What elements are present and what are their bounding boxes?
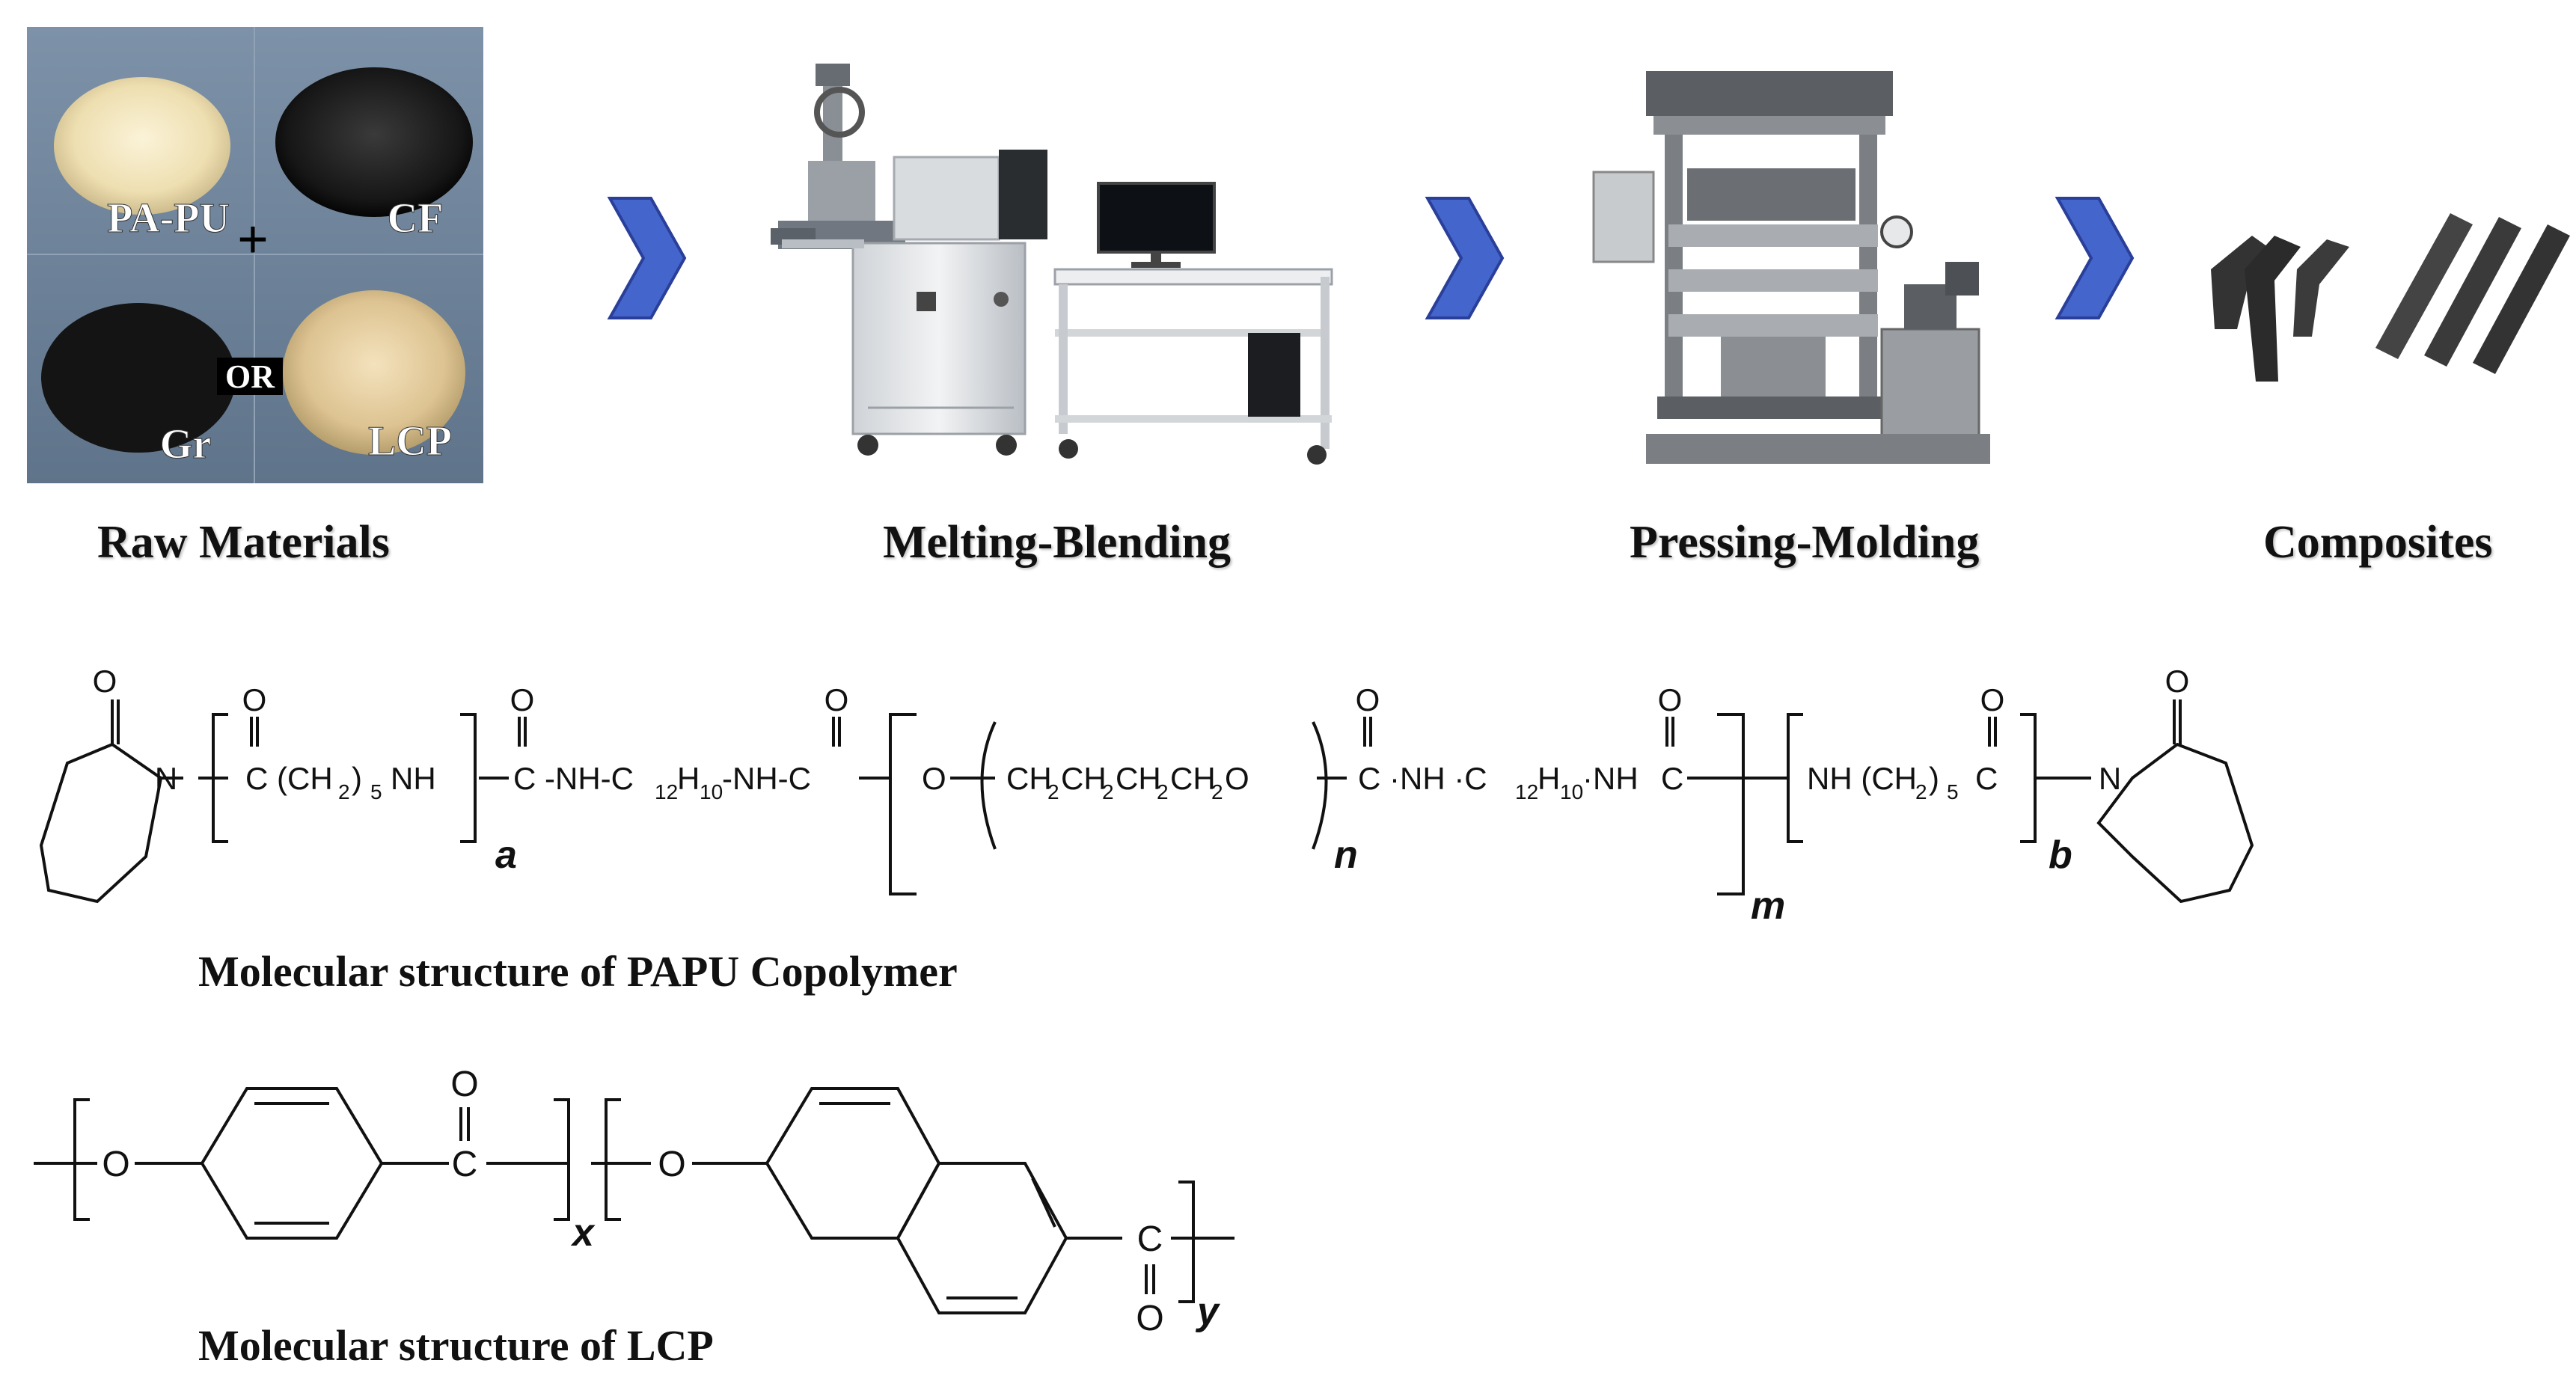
left-caprolactam-ring <box>39 742 163 904</box>
raw-materials-photo: OR PA-PU + CF Gr LCP <box>27 27 483 483</box>
dogbone-specimen-3 <box>2293 239 2349 337</box>
bar-specimen-2 <box>2424 217 2521 367</box>
papu-pellet-pile <box>54 77 230 215</box>
papu-label: PA-PU <box>107 195 230 242</box>
svg-text:CH: CH <box>1116 761 1161 796</box>
svg-text:-NH-C: -NH-C <box>722 761 811 796</box>
melting-blending-label: Melting-Blending <box>883 517 1232 568</box>
svg-text:12: 12 <box>655 780 678 803</box>
bar-specimen-3 <box>2473 224 2570 374</box>
svg-text:N: N <box>2099 761 2121 796</box>
naphthalene-ring-right <box>896 1162 1068 1314</box>
subscript-x: x <box>570 1211 596 1255</box>
svg-text:O: O <box>922 761 946 796</box>
dogbone-specimen-2 <box>2245 236 2301 382</box>
svg-text:C: C <box>452 1145 478 1184</box>
svg-text:O: O <box>510 682 535 717</box>
svg-text:O: O <box>2165 664 2190 699</box>
svg-text:O: O <box>658 1145 685 1184</box>
composite-specimens <box>2211 213 2570 382</box>
or-badge <box>217 358 283 395</box>
svg-text:CH: CH <box>1170 761 1216 796</box>
svg-text:N: N <box>155 761 177 796</box>
svg-text:5: 5 <box>1947 780 1959 803</box>
svg-text:O: O <box>450 1065 478 1104</box>
svg-text:): ) <box>1929 761 1939 796</box>
svg-text:O: O <box>1658 682 1683 717</box>
svg-text:O: O <box>102 1145 129 1184</box>
chevron-arrow-2 <box>1425 197 1505 319</box>
subscript-n: n <box>1334 833 1358 877</box>
svg-text:2: 2 <box>1157 780 1169 803</box>
papu-molecular-structure <box>39 699 2254 904</box>
svg-text:10: 10 <box>700 780 723 803</box>
svg-text:12: 12 <box>1515 780 1538 803</box>
svg-text:CH: CH <box>1061 761 1107 796</box>
carbon-fiber-pile <box>275 67 473 217</box>
svg-text:C ·NH ·C: C ·NH ·C <box>1358 761 1487 796</box>
svg-text:C (CH: C (CH <box>245 761 333 796</box>
svg-text:·NH: ·NH <box>1582 761 1639 796</box>
lcp-structure-caption: Molecular structure of LCP <box>198 1321 714 1370</box>
svg-text:C: C <box>1661 761 1683 796</box>
lcp-formula-text: O O C x O C O y <box>102 1065 1221 1338</box>
twin-screw-extruder-illustration <box>771 64 1333 465</box>
benzene-ring <box>200 1087 384 1240</box>
svg-text:H: H <box>1538 761 1560 796</box>
svg-text:O: O <box>93 664 117 699</box>
subscript-a: a <box>495 833 517 877</box>
svg-text:O: O <box>1356 682 1380 717</box>
bar-specimen-1 <box>2375 213 2473 359</box>
svg-text:C: C <box>1975 761 1998 796</box>
chevron-arrow-1 <box>607 197 687 319</box>
svg-text:O: O <box>824 682 849 717</box>
cf-label: CF <box>388 195 444 242</box>
svg-text:2: 2 <box>1047 780 1059 803</box>
svg-text:CH: CH <box>1006 761 1052 796</box>
lcp-pellet-pile <box>283 290 465 455</box>
svg-text:O: O <box>1980 682 2005 717</box>
lcp-label: LCP <box>368 418 452 465</box>
lcp-molecular-structure <box>34 1087 1235 1314</box>
svg-text:O: O <box>1136 1299 1163 1338</box>
svg-text:H: H <box>677 761 700 796</box>
plus-sign: + <box>237 209 269 271</box>
papu-formula-text: O N O C (CH 2 ) 5 NH a O C -NH-C 12 H 10… <box>93 664 2190 928</box>
svg-text:2: 2 <box>1211 780 1223 803</box>
svg-text:5: 5 <box>370 780 382 803</box>
raw-materials-label: Raw Materials <box>97 517 390 568</box>
subscript-b: b <box>2049 833 2072 877</box>
or-label: OR <box>225 358 275 395</box>
papu-structure-caption: Molecular structure of PAPU Copolymer <box>198 947 958 996</box>
svg-text:C -NH-C: C -NH-C <box>513 761 634 796</box>
chevron-arrow-3 <box>2055 197 2135 319</box>
subscript-y: y <box>1195 1290 1221 1333</box>
pressing-molding-label: Pressing-Molding <box>1630 517 1980 568</box>
naphthalene-ring-left <box>765 1087 941 1240</box>
svg-text:10: 10 <box>1560 780 1583 803</box>
graphite-powder-pile <box>41 303 236 453</box>
hydraulic-press-illustration <box>1592 71 1990 464</box>
svg-text:O: O <box>242 682 267 717</box>
svg-text:NH: NH <box>391 761 436 796</box>
svg-text:): ) <box>352 761 362 796</box>
svg-text:2: 2 <box>338 780 350 803</box>
subscript-m: m <box>1751 884 1785 928</box>
svg-text:2: 2 <box>1915 780 1927 803</box>
gr-label: Gr <box>160 421 211 468</box>
svg-text:C: C <box>1137 1219 1163 1259</box>
svg-text:NH (CH: NH (CH <box>1807 761 1917 796</box>
svg-text:2: 2 <box>1102 780 1114 803</box>
composites-label: Composites <box>2263 517 2493 568</box>
svg-text:O: O <box>1225 761 1249 796</box>
right-caprolactam-ring <box>2096 742 2254 904</box>
